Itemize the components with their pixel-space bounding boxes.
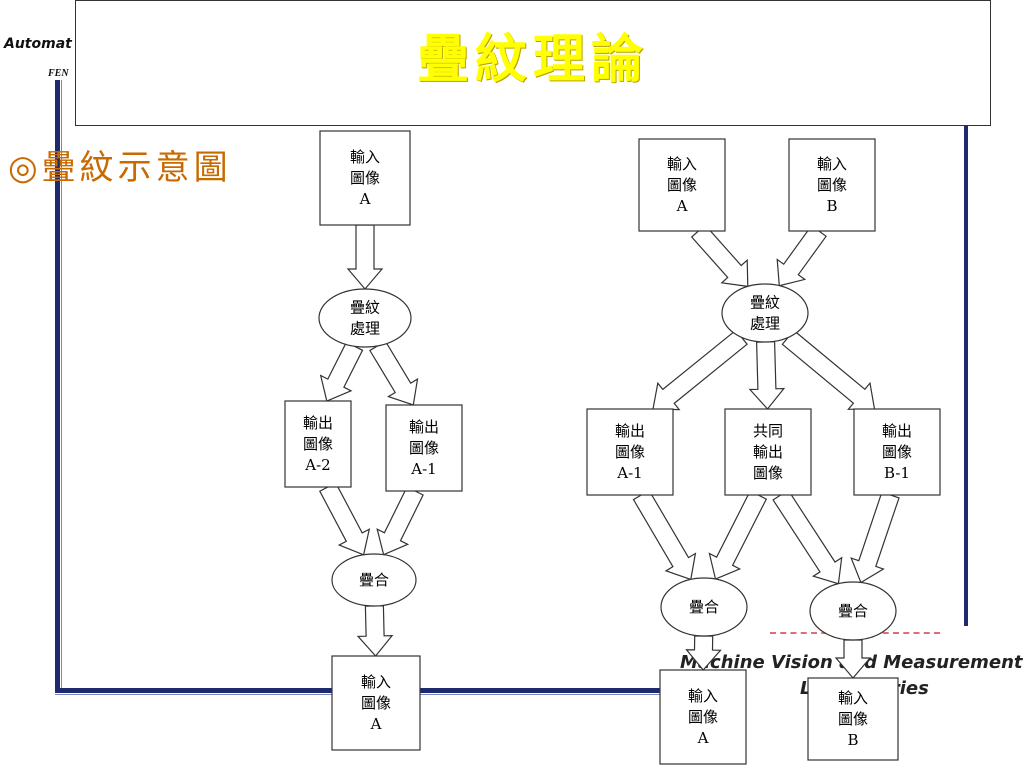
node-label: 疊合 xyxy=(838,602,868,620)
node-label: 疊合 xyxy=(359,571,389,589)
node-label: 共同 xyxy=(753,422,783,440)
node-label: A xyxy=(370,715,382,733)
flow-arrow xyxy=(356,605,394,657)
frame-left-border-shadow xyxy=(61,80,62,692)
image-box xyxy=(385,404,463,492)
flow-arrow xyxy=(772,489,843,585)
node-label: A xyxy=(359,190,371,208)
node-label: 圖像 xyxy=(838,710,868,728)
flow-arrow xyxy=(376,486,424,556)
node-label: 輸入 xyxy=(361,673,391,691)
flow-arrow xyxy=(652,329,748,411)
flow-arrow xyxy=(781,329,876,410)
node-label: 輸出 xyxy=(409,418,439,436)
flow-arrow xyxy=(748,341,786,410)
flow-arrow xyxy=(632,489,697,581)
flow-arrow xyxy=(319,341,364,402)
node-label: 處理 xyxy=(350,320,380,338)
flow-arrow xyxy=(346,224,384,290)
node-label: 圖像 xyxy=(817,176,847,194)
process-ellipse xyxy=(318,288,412,348)
page-title: 疊紋理論 xyxy=(416,28,649,90)
node-label: 處理 xyxy=(750,315,780,333)
brand-subtext: FEN xyxy=(48,68,69,79)
image-box xyxy=(659,669,747,765)
node-label: 輸入 xyxy=(838,689,868,707)
node-label: 疊紋 xyxy=(750,294,780,312)
flow-arrow xyxy=(369,340,419,406)
node-label: 圖像 xyxy=(615,443,645,461)
flow-arrow xyxy=(690,224,749,288)
flow-arrow xyxy=(834,639,872,679)
node-label: A-1 xyxy=(616,464,642,482)
node-label: B-1 xyxy=(884,464,910,482)
title-box: 疊紋理論 xyxy=(75,0,991,126)
node-label: 圖像 xyxy=(361,694,391,712)
node-label: 圖像 xyxy=(303,435,333,453)
node-label: 輸入 xyxy=(667,155,697,173)
node-label: 圖像 xyxy=(688,708,718,726)
image-box xyxy=(284,400,352,488)
node-label: A xyxy=(697,729,709,747)
node-label: 疊紋 xyxy=(350,299,380,317)
image-box xyxy=(586,408,674,496)
image-box xyxy=(724,408,812,496)
node-label: B xyxy=(826,197,837,215)
node-label: 輸出 xyxy=(615,422,645,440)
flow-arrow xyxy=(776,224,827,287)
process-ellipse xyxy=(331,553,417,607)
image-box xyxy=(319,130,411,226)
flow-arrow xyxy=(708,490,768,580)
image-box xyxy=(638,138,726,232)
node-label: 輸入 xyxy=(688,687,718,705)
flow-arrow xyxy=(685,635,722,671)
process-ellipse xyxy=(809,581,897,641)
slide-subtitle: ◎疊紋示意圖 xyxy=(8,148,232,188)
node-label: 圖像 xyxy=(882,443,912,461)
image-box xyxy=(788,138,876,232)
frame-left-border xyxy=(55,80,60,692)
flow-arrow xyxy=(318,481,371,556)
node-label: 圖像 xyxy=(667,176,697,194)
node-label: B xyxy=(847,731,858,749)
flow-arrow xyxy=(850,491,900,584)
node-label: 圖像 xyxy=(753,464,783,482)
node-label: 疊合 xyxy=(689,598,719,616)
frame-right-border xyxy=(964,126,968,626)
node-label: 圖像 xyxy=(409,439,439,457)
image-box xyxy=(853,408,941,496)
node-label: 輸出 xyxy=(303,414,333,432)
node-label: 輸入 xyxy=(817,155,847,173)
node-label: 輸出 xyxy=(753,443,783,461)
brand-logo-text: Automat xyxy=(4,36,72,52)
node-label: 輸入 xyxy=(350,148,380,166)
process-ellipse xyxy=(721,283,809,343)
image-box xyxy=(807,677,899,761)
node-label: A-2 xyxy=(304,456,330,474)
image-box xyxy=(331,655,421,751)
node-label: A-1 xyxy=(410,460,436,478)
node-label: 輸出 xyxy=(882,422,912,440)
process-ellipse xyxy=(660,577,748,637)
node-label: A xyxy=(676,197,688,215)
node-label: 圖像 xyxy=(350,169,380,187)
